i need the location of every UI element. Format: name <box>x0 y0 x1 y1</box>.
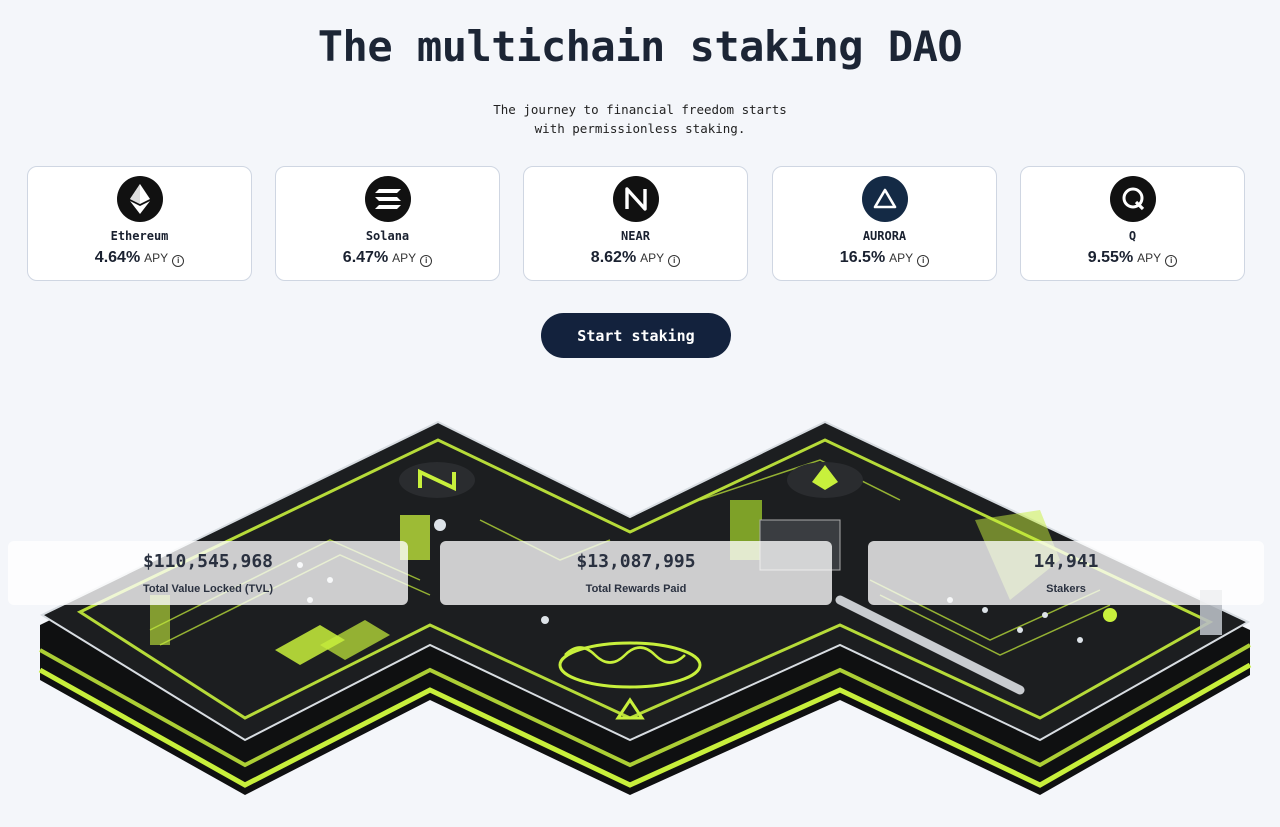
apy-value: 6.47% <box>342 249 389 266</box>
apy-label: APY <box>1137 251 1162 265</box>
stat-label: Stakers <box>1046 583 1086 595</box>
chain-card-solana[interactable]: Solana 6.47% APY i <box>275 166 500 281</box>
apy-label: APY <box>640 251 665 265</box>
platform-base <box>38 420 1252 795</box>
q-icon <box>1110 176 1156 222</box>
page-title: The multichain staking DAO <box>317 22 963 71</box>
chain-name: Solana <box>365 229 410 243</box>
chain-apy: 4.64% APY i <box>28 249 251 267</box>
chain-name: NEAR <box>621 229 650 243</box>
apy-label: APY <box>144 251 169 265</box>
info-icon[interactable]: i <box>420 254 433 267</box>
chain-card-q[interactable]: Q 9.55% APY i <box>1020 166 1245 281</box>
isometric-platform-illustration <box>38 420 1252 795</box>
chain-apy: 6.47% APY i <box>276 249 499 267</box>
chain-card-near[interactable]: NEAR 8.62% APY i <box>523 166 748 281</box>
info-icon[interactable]: i <box>668 254 681 267</box>
chain-card-aurora[interactable]: AURORA 16.5% APY i <box>772 166 997 281</box>
chain-card-ethereum[interactable]: Ethereum 4.64% APY i <box>27 166 252 281</box>
hero-subtitle: The journey to financial freedom starts … <box>0 100 1280 138</box>
subtitle-line-2: with permissionless staking. <box>534 121 746 136</box>
solana-icon <box>365 176 411 222</box>
apy-label: APY <box>889 251 914 265</box>
stat-label: Total Value Locked (TVL) <box>143 583 273 595</box>
chain-name: Ethereum <box>110 229 169 243</box>
stat-value: $13,087,995 <box>576 551 696 572</box>
chain-cards: Ethereum 4.64% APY i Solana 6.47% APY i … <box>27 166 1245 282</box>
apy-value: 8.62% <box>590 249 637 266</box>
subtitle-line-1: The journey to financial freedom starts <box>493 102 787 117</box>
chain-apy: 16.5% APY i <box>773 249 996 267</box>
stat-value: 14,941 <box>1033 551 1099 572</box>
stat-tvl: $110,545,968 Total Value Locked (TVL) <box>8 541 408 605</box>
chain-apy: 8.62% APY i <box>524 249 747 267</box>
apy-value: 9.55% <box>1087 249 1134 266</box>
chain-name: Q <box>1128 229 1137 243</box>
stat-stakers: 14,941 Stakers <box>868 541 1264 605</box>
apy-value: 4.64% <box>94 249 141 266</box>
scene-objects <box>150 462 1222 720</box>
info-icon[interactable]: i <box>172 254 185 267</box>
apy-label: APY <box>392 251 417 265</box>
ethereum-icon <box>117 176 163 222</box>
apy-value: 16.5% <box>839 249 886 266</box>
near-icon <box>613 176 659 222</box>
stat-label: Total Rewards Paid <box>585 583 687 595</box>
stat-rewards: $13,087,995 Total Rewards Paid <box>440 541 832 605</box>
chain-name: AURORA <box>862 229 907 243</box>
start-staking-button[interactable]: Start staking <box>541 313 731 358</box>
info-icon[interactable]: i <box>1165 254 1178 267</box>
info-icon[interactable]: i <box>917 254 930 267</box>
stat-value: $110,545,968 <box>142 551 274 572</box>
aurora-icon <box>862 176 908 222</box>
chain-apy: 9.55% APY i <box>1021 249 1244 267</box>
